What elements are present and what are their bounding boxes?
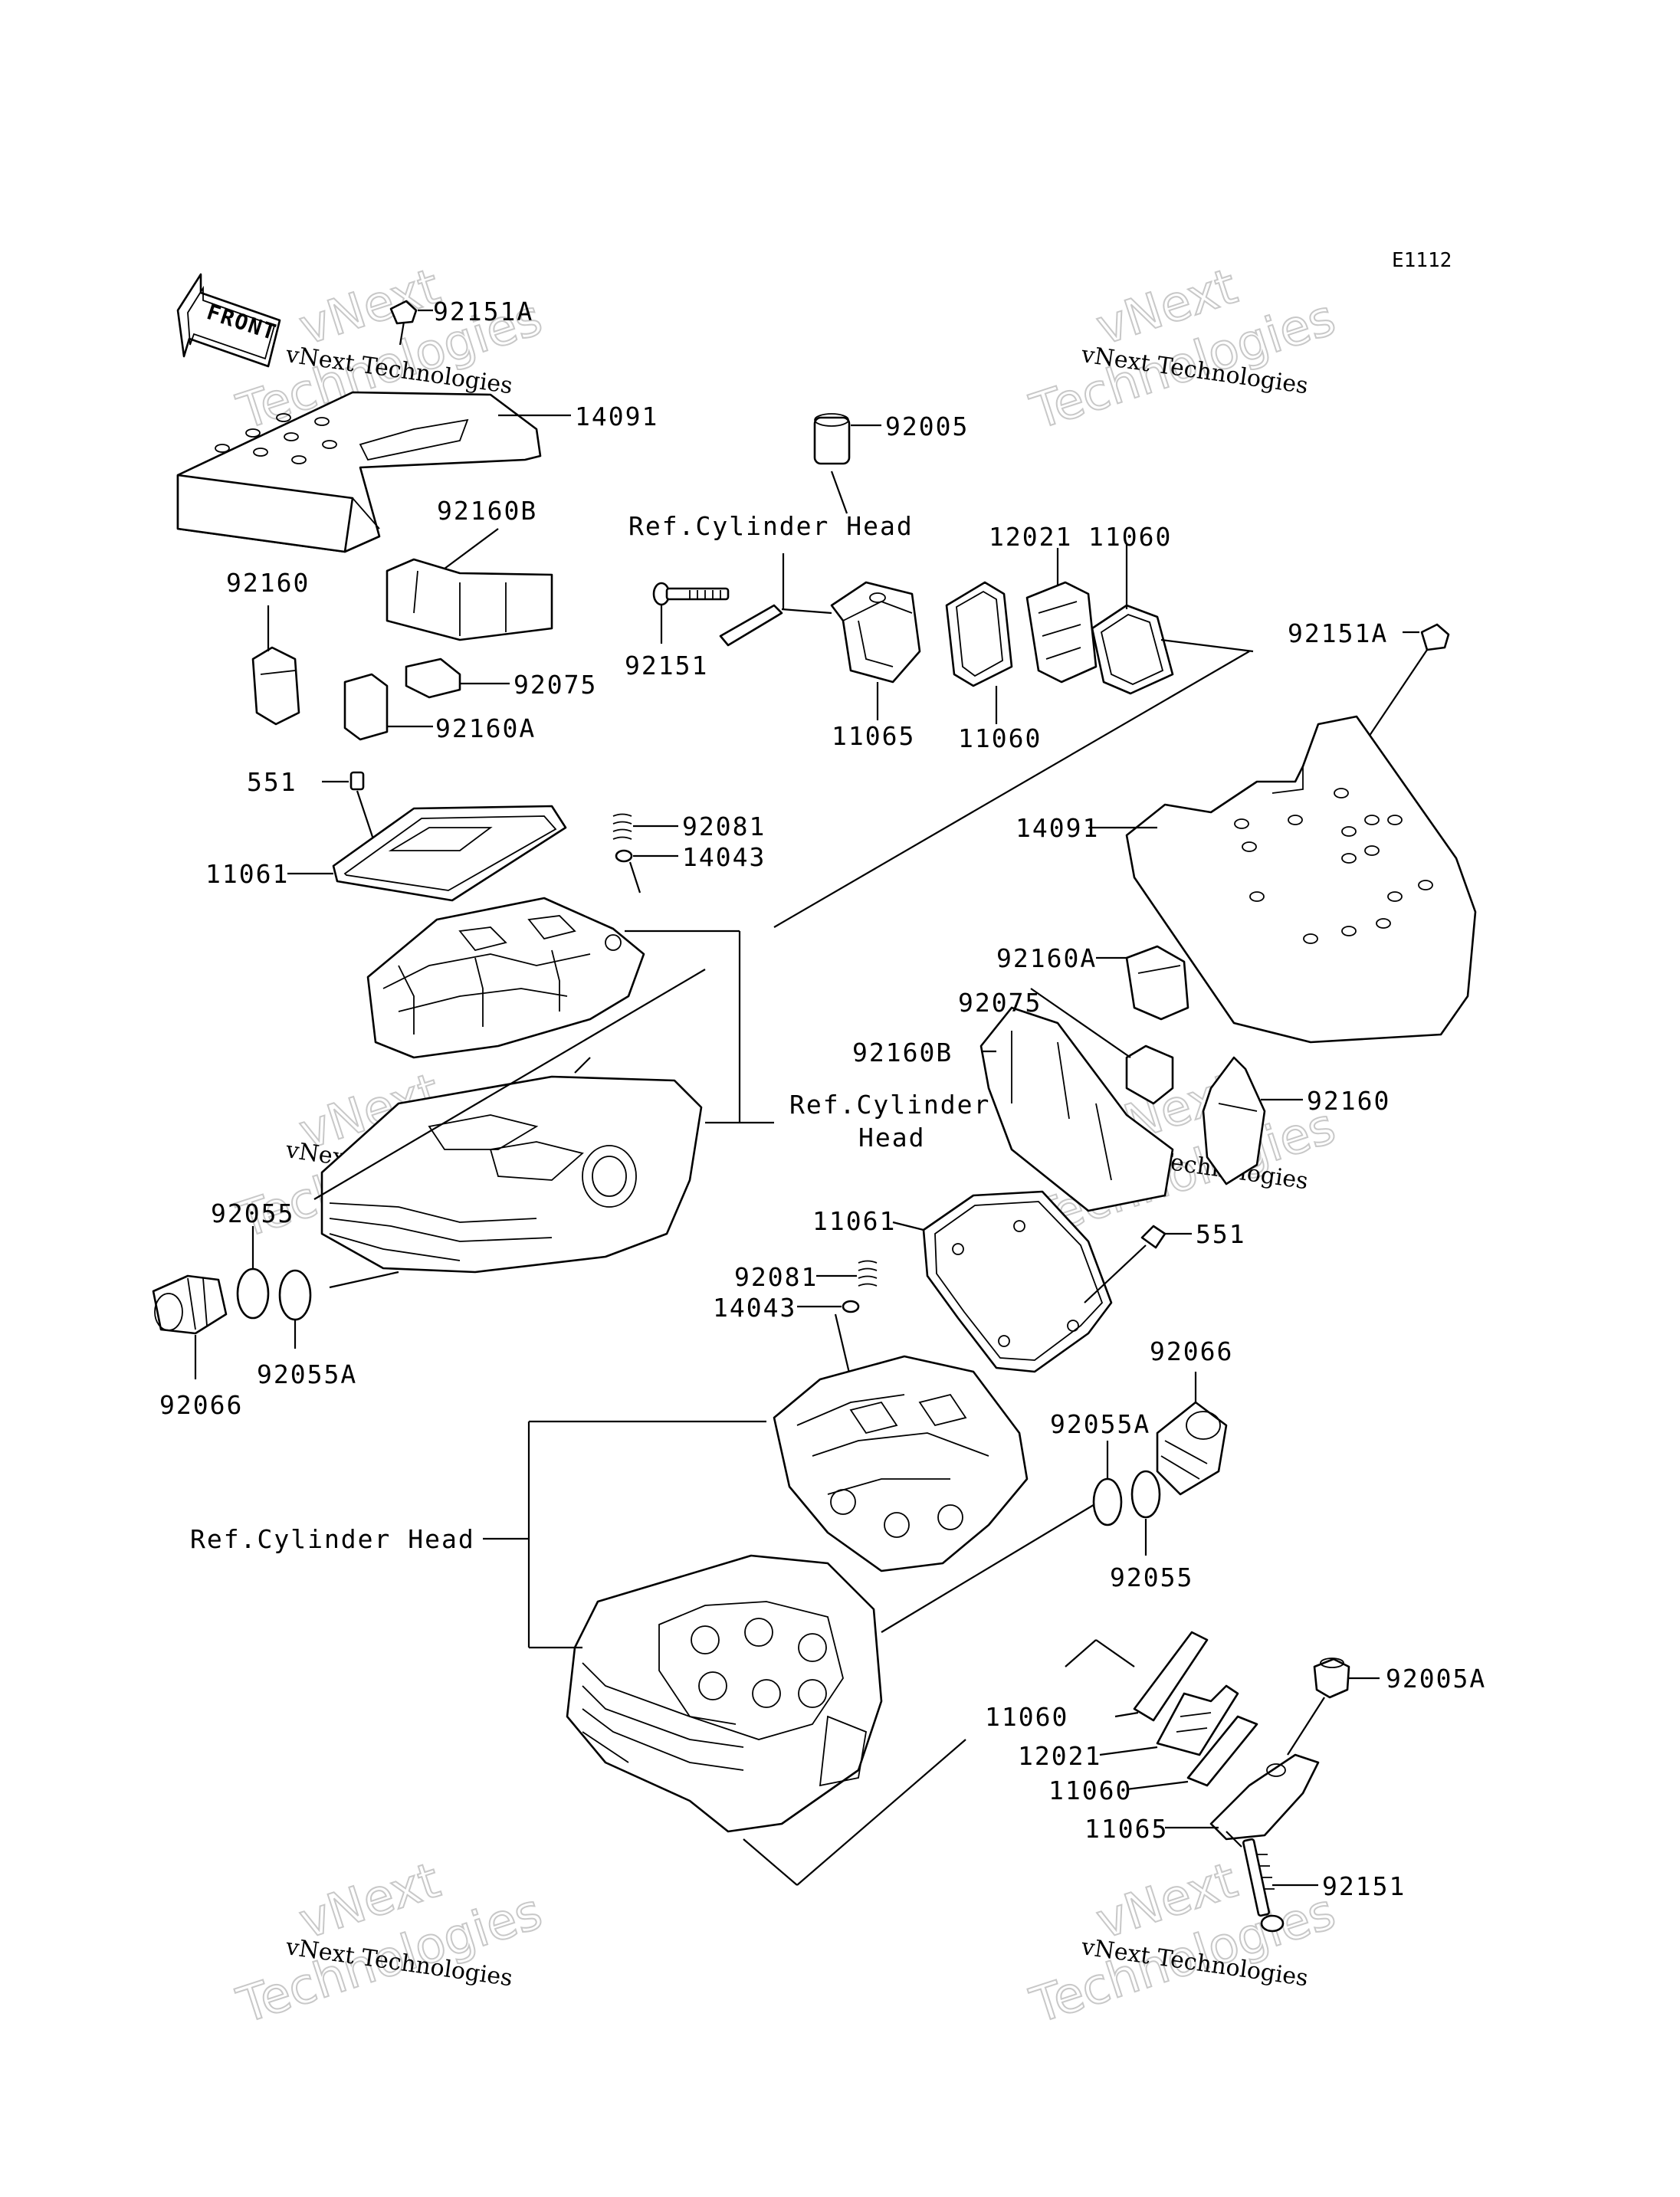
label-92160A-right: 92160A bbox=[996, 943, 1097, 973]
pipe-top-center bbox=[719, 604, 832, 647]
damper-92075-right bbox=[1030, 988, 1174, 1105]
label-92081-top: 92081 bbox=[682, 812, 766, 841]
label-92055-right: 92055 bbox=[1110, 1562, 1193, 1592]
label-ref-cyl-head-mid-1: Ref.Cylinder bbox=[789, 1090, 990, 1120]
label-92005: 92005 bbox=[885, 412, 969, 441]
label-12021-bottom: 12021 bbox=[1018, 1741, 1101, 1771]
cylinder-head-front bbox=[566, 1554, 883, 1833]
label-14091-top: 14091 bbox=[575, 402, 658, 431]
label-11065-bottom: 11065 bbox=[1084, 1814, 1168, 1844]
label-92160B-top: 92160B bbox=[437, 496, 537, 526]
bolt-92151-bottom bbox=[1242, 1838, 1318, 1933]
label-11061-mid: 11061 bbox=[812, 1206, 896, 1236]
label-92151-bottom: 92151 bbox=[1322, 1871, 1406, 1901]
label-14091-right: 14091 bbox=[1016, 813, 1099, 843]
label-92160A-top: 92160A bbox=[435, 713, 536, 743]
bolt-92151A-top bbox=[389, 300, 433, 346]
label-12021-top: 12021 bbox=[989, 522, 1072, 552]
reed-housing-11065-top bbox=[830, 581, 921, 720]
label-92066-right: 92066 bbox=[1150, 1336, 1233, 1366]
label-92075-top: 92075 bbox=[514, 670, 597, 700]
label-92151-top: 92151 bbox=[625, 651, 708, 680]
oring-92055-right bbox=[1130, 1470, 1161, 1556]
front-arrow-icon: FRONT bbox=[176, 273, 281, 368]
cylinder-head-rear-top bbox=[366, 897, 740, 1059]
label-92055-left: 92055 bbox=[211, 1199, 294, 1228]
plug-92066-left bbox=[152, 1274, 228, 1379]
gasket-11060-bottom-1 bbox=[1065, 1631, 1209, 1722]
valve-cover-14091-right bbox=[1088, 715, 1477, 1044]
gasket-11060-top-right bbox=[1091, 544, 1254, 695]
label-92151A-top: 92151A bbox=[433, 297, 533, 326]
reed-valve-12021-bottom bbox=[1099, 1684, 1239, 1756]
dowel-92005A bbox=[1287, 1658, 1380, 1756]
oring-92055A-left bbox=[278, 1269, 312, 1349]
bracket-92160A-right bbox=[1096, 945, 1189, 1021]
label-14043-top: 14043 bbox=[682, 842, 766, 872]
label-551-top: 551 bbox=[247, 767, 297, 797]
label-11061-top: 11061 bbox=[205, 859, 289, 889]
gasket-11061-top bbox=[287, 805, 567, 902]
label-92160B-right: 92160B bbox=[852, 1038, 953, 1067]
label-ref-cyl-head-mid-2: Head bbox=[858, 1123, 925, 1153]
dowel-92005 bbox=[813, 413, 881, 514]
bracket-92160A-top bbox=[343, 673, 433, 741]
plate-92160B-top bbox=[386, 528, 553, 641]
label-92055A-left: 92055A bbox=[257, 1359, 357, 1389]
label-14043-mid: 14043 bbox=[713, 1293, 796, 1323]
label-92066-left: 92066 bbox=[159, 1390, 243, 1420]
gasket-11060-top-left bbox=[945, 581, 1013, 724]
bolt-92151-top bbox=[652, 582, 730, 644]
valve-cover-14091-left bbox=[176, 391, 571, 553]
label-11060-bottom-1: 11060 bbox=[985, 1702, 1068, 1732]
bracket-92160-right bbox=[1202, 1056, 1303, 1185]
spring-92081-mid bbox=[816, 1260, 878, 1287]
plug-92066-right bbox=[1156, 1372, 1228, 1496]
label-11065-top: 11065 bbox=[832, 721, 915, 751]
oring-92055A-right bbox=[1092, 1441, 1123, 1526]
cylinder-head-rear bbox=[320, 1057, 703, 1289]
label-ref-cyl-head-bottom: Ref.Cylinder Head bbox=[190, 1524, 475, 1554]
label-551-mid: 551 bbox=[1196, 1219, 1246, 1249]
label-92081-mid: 92081 bbox=[734, 1262, 818, 1292]
label-11060-top-bottom: 11060 bbox=[958, 723, 1042, 753]
bracket-92160-top bbox=[251, 605, 300, 726]
cylinder-head-front-top bbox=[773, 1355, 1029, 1572]
ball-14043-mid bbox=[797, 1300, 860, 1380]
leader-diagonal-long bbox=[773, 651, 1250, 928]
plate-92160B-right bbox=[979, 1006, 1174, 1212]
label-92005A: 92005A bbox=[1386, 1664, 1486, 1694]
label-92055A-right: 92055A bbox=[1050, 1409, 1150, 1439]
label-92160-right: 92160 bbox=[1307, 1086, 1390, 1116]
reed-valve-12021-top bbox=[1025, 548, 1098, 684]
ref-bracket-bottom bbox=[483, 1420, 1112, 1886]
leader-diagonal-mid bbox=[313, 969, 706, 1200]
damper-92075-top bbox=[405, 657, 510, 699]
label-ref-cyl-head-top: Ref.Cylinder Head bbox=[628, 511, 914, 541]
label-92075-right: 92075 bbox=[958, 988, 1042, 1018]
diagram-code: E1112 bbox=[1392, 249, 1452, 272]
label-11060-bottom-2: 11060 bbox=[1048, 1776, 1132, 1805]
gasket-11060-bottom-2 bbox=[1126, 1715, 1258, 1791]
label-92151A-right: 92151A bbox=[1288, 618, 1388, 648]
spring-92081-top bbox=[612, 813, 678, 840]
gasket-11061-mid bbox=[892, 1190, 1113, 1373]
oring-92055-left bbox=[236, 1226, 270, 1320]
ball-14043-top bbox=[615, 849, 678, 894]
pin-551-mid bbox=[1084, 1225, 1192, 1303]
label-11060-top-right: 11060 bbox=[1088, 522, 1172, 552]
reed-housing-11065-bottom bbox=[1165, 1753, 1320, 1848]
label-92160-top: 92160 bbox=[226, 568, 310, 598]
